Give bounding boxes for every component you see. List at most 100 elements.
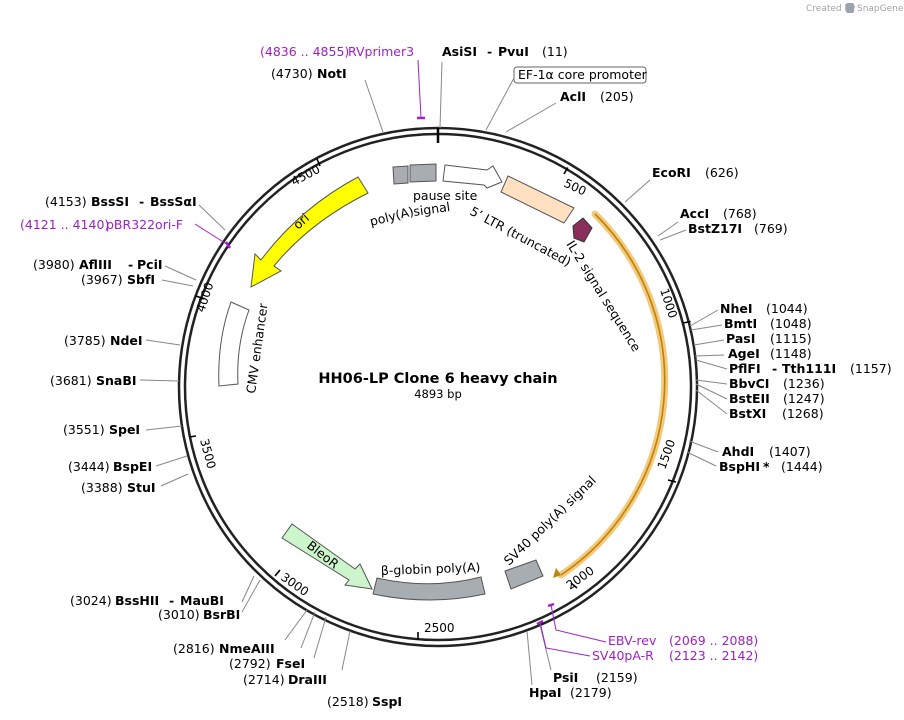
ebvrev-range: (2069 .. 2088): [669, 633, 758, 648]
ef1a-label: EF-1α core promoter: [518, 67, 648, 82]
nmeaiii-pos: (2816): [173, 641, 215, 656]
bsphi-mark: *: [763, 459, 770, 474]
globin-label: β-globin poly(A): [381, 560, 481, 578]
pasi-name: PasI: [726, 331, 755, 346]
tick-label-4000: 4000: [194, 281, 217, 314]
nhei-name: NheI: [720, 301, 753, 316]
afliii-pos: (3980): [33, 257, 75, 272]
tick-label-2500: 2500: [424, 621, 455, 635]
il2-signal-feature[interactable]: [572, 217, 593, 243]
ef1a-lead: [485, 77, 515, 131]
pbr322-range: (4121 .. 4140): [20, 217, 109, 232]
bsshii-pos: (3024): [70, 593, 112, 608]
bmti-name: BmtI: [724, 316, 757, 331]
noti-name: NotI: [317, 66, 347, 81]
pbr322-name: pBR322ori-F: [106, 217, 183, 232]
pause-site-label: pause site: [413, 188, 478, 203]
bsrbi-name: BsrBI: [203, 607, 240, 622]
bspei-name: BspEI: [113, 459, 152, 474]
bsshii-sep: -: [169, 593, 174, 608]
tick-label-3500: 3500: [197, 437, 218, 470]
ahdi-name: AhdI: [722, 444, 754, 459]
bsssi-pos: (4153): [45, 194, 87, 209]
bstz17i-name: BstZ17I: [688, 221, 742, 236]
bsteii-name: BstEII: [729, 391, 770, 406]
bsteii-pos: (1247): [783, 391, 825, 406]
heavy-chain-orf-highlight: [557, 210, 669, 579]
ef1a-label-box: [513, 66, 647, 84]
beta-globin-polya-feature[interactable]: [372, 576, 486, 601]
rvprimer3-range: (4836 .. 4855): [260, 44, 349, 59]
bbvci-name: BbvCI: [729, 376, 769, 391]
acci-pos: (768): [723, 206, 757, 221]
psii-name: PsiI: [553, 670, 578, 685]
sbfi-pos: (3967): [81, 272, 123, 287]
bbvci-pos: (1236): [783, 376, 825, 391]
ecori-pos: (626): [705, 165, 739, 180]
acli-name: AclI: [560, 89, 586, 104]
bmti-pos: (1048): [770, 316, 812, 331]
rvprimer3-name: RVprimer3: [348, 44, 414, 59]
sv40-polya-feature[interactable]: [504, 559, 544, 590]
credit-prefix: Created by: [806, 4, 856, 14]
ecori-name: EcoRI: [652, 165, 691, 180]
bsphi-pos: (1444): [781, 459, 823, 474]
nmeaiii-name: NmeAIII: [219, 641, 275, 656]
stui-pos: (3388): [81, 480, 123, 495]
afliii-name: AflIII: [79, 257, 112, 272]
bstxi-name: BstXI: [729, 406, 766, 421]
acci-name: AccI: [680, 206, 709, 221]
afliii-sep: -: [128, 257, 133, 272]
bsrbi-pos: (3010): [158, 607, 200, 622]
heavy-chain-orf-line[interactable]: [560, 213, 666, 576]
bsshii-name: BssHII: [115, 593, 159, 608]
pflfi-sep: -: [772, 361, 777, 376]
asisi-sep: -: [487, 44, 492, 59]
ndei-name: NdeI: [110, 333, 143, 348]
polya-signal-feature[interactable]: [392, 165, 409, 185]
sv40pa-range: (2123 .. 2142): [669, 648, 758, 663]
fsei-pos: (2792): [229, 656, 271, 671]
sspi-pos: (2518): [327, 694, 369, 709]
snapgene-logo-icon: [846, 3, 854, 13]
pause-site-feature[interactable]: [409, 163, 437, 183]
ori-feature[interactable]: [250, 176, 369, 288]
bsssai-name: BssSαI: [150, 194, 197, 209]
asisi-name: AsiSI: [442, 44, 477, 59]
pflfi-pos: (1157): [850, 361, 892, 376]
enzyme-leaders: [139, 61, 728, 686]
map-length: 4893 bp: [414, 387, 462, 401]
cmv-enhancer-feature[interactable]: [218, 301, 250, 387]
agei-pos: (1148): [770, 346, 812, 361]
orf-arrowhead: [553, 568, 561, 578]
bleor-feature[interactable]: [281, 523, 373, 590]
maubi-name: MauBI: [180, 593, 224, 608]
tick-label-4500: 4500: [289, 162, 323, 189]
polya-signal-label-a: poly(A): [368, 204, 415, 229]
pvui-name: PvuI: [498, 44, 529, 59]
ndei-pos: (3785): [64, 333, 106, 348]
asisi-pos: (11): [542, 44, 568, 59]
sbfi-name: SbfI: [127, 272, 155, 287]
hpai-pos: (2179): [570, 685, 612, 700]
pasi-pos: (1115): [770, 331, 812, 346]
ahdi-pos: (1407): [769, 444, 811, 459]
psii-pos: (2159): [596, 670, 638, 685]
draiii-name: DraIII: [288, 672, 327, 687]
polya-signal-label-b: signal: [412, 199, 451, 219]
bstz17i-pos: (769): [754, 221, 788, 236]
nhei-pos: (1044): [766, 301, 808, 316]
bsphi-name: BspHI: [719, 459, 760, 474]
tth111i-name: Tth111I: [782, 361, 836, 376]
pflfi-name: PflFI: [729, 361, 761, 376]
ef1a-promoter-feature[interactable]: [442, 164, 503, 189]
spei-pos: (3551): [63, 422, 105, 437]
spei-name: SpeI: [109, 422, 140, 437]
map-title: HH06-LP Clone 6 heavy chain: [318, 371, 557, 387]
ltr-feature[interactable]: [500, 175, 575, 224]
hpai-name: HpaI: [529, 685, 562, 700]
acli-pos: (205): [600, 89, 634, 104]
tick-marks: [188, 158, 691, 640]
bsssi-sep: -: [139, 194, 144, 209]
